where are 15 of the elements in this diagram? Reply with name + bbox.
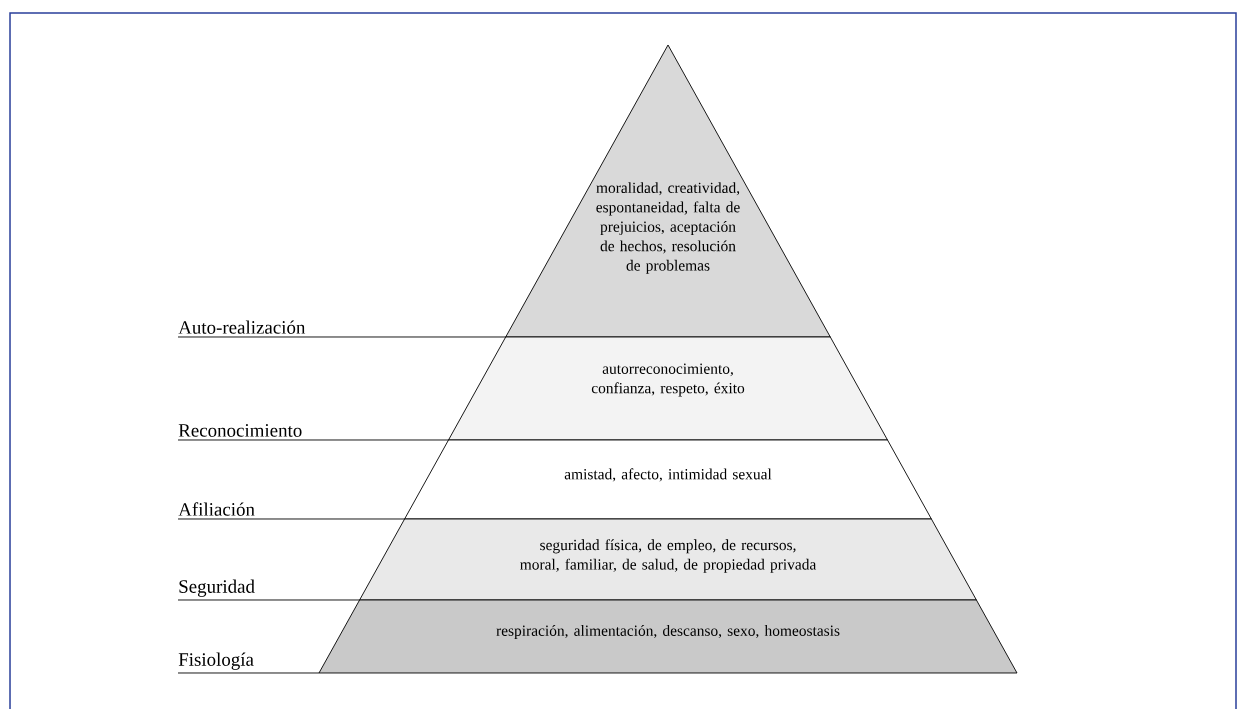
leader-line — [177, 599, 361, 601]
level-label: Fisiología — [178, 652, 254, 670]
pyramid-level: seguridad física, de empleo, de recursos, moral, familiar, de salud, de propiedad privada — [359, 518, 977, 601]
leader-line — [177, 336, 507, 338]
level-label: Reconocimiento — [178, 424, 302, 437]
level-label: Seguridad — [179, 579, 255, 597]
pyramid-level: autorreconocimiento, confianza, respeto, éxito — [448, 336, 888, 441]
leader-line — [177, 439, 449, 441]
leader-line — [177, 672, 320, 674]
level-label: Auto-realización — [178, 320, 306, 334]
pyramid-level: respiración, alimentación, descanso, sexo, homeostasis — [318, 599, 1018, 674]
leader-line — [177, 518, 406, 520]
pyramid-level: moralidad, creatividad, espontaneidad, falta de prejuicios, aceptación de hechos, resolución de problemas — [505, 44, 831, 338]
level-label: Afiliación — [178, 502, 255, 516]
pyramid-level: amistad, afecto, intimidad sexual — [404, 439, 932, 520]
